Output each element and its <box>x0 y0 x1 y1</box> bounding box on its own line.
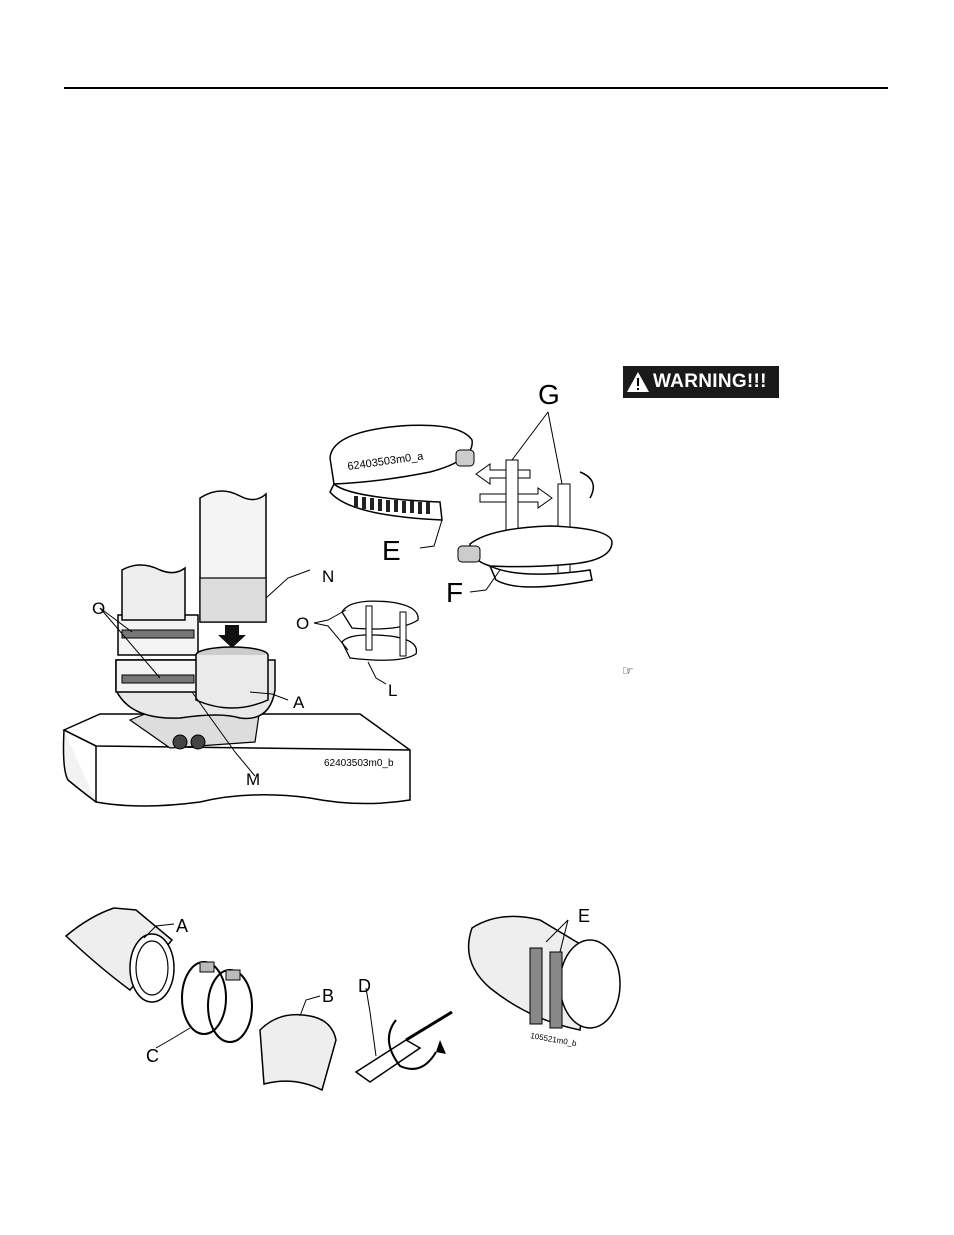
pointing-hand-icon: ☞ <box>622 664 634 679</box>
label-F: F <box>446 577 463 608</box>
label-G: G <box>538 380 560 410</box>
label-C: C <box>146 1046 159 1066</box>
label-A: A <box>176 916 188 936</box>
label-O: O <box>92 599 105 618</box>
label-B: B <box>322 986 334 1006</box>
label-O: O <box>296 614 309 633</box>
pipe-figure: A C B D E 105521m0_b <box>64 906 621 1092</box>
label-E: E <box>578 906 590 926</box>
label-E: E <box>382 535 401 566</box>
assembly-figure: N A M O 62403503m0_b <box>62 490 411 807</box>
label-N: N <box>322 567 334 586</box>
label-L: L <box>388 681 397 700</box>
header-rule <box>64 87 888 89</box>
label-D: D <box>358 976 371 996</box>
label-M: M <box>246 770 260 789</box>
figure-code: 105521m0_b <box>530 1031 578 1048</box>
figure-code: 62403503m0_b <box>324 758 394 769</box>
warning-badge: WARNING!!! <box>623 366 779 398</box>
clamps-figure: G E F 62403503m0_a O L <box>296 380 613 700</box>
warning-label: WARNING!!! <box>653 371 767 392</box>
exclamation-triangle-icon <box>623 366 653 398</box>
label-A: A <box>293 693 305 712</box>
